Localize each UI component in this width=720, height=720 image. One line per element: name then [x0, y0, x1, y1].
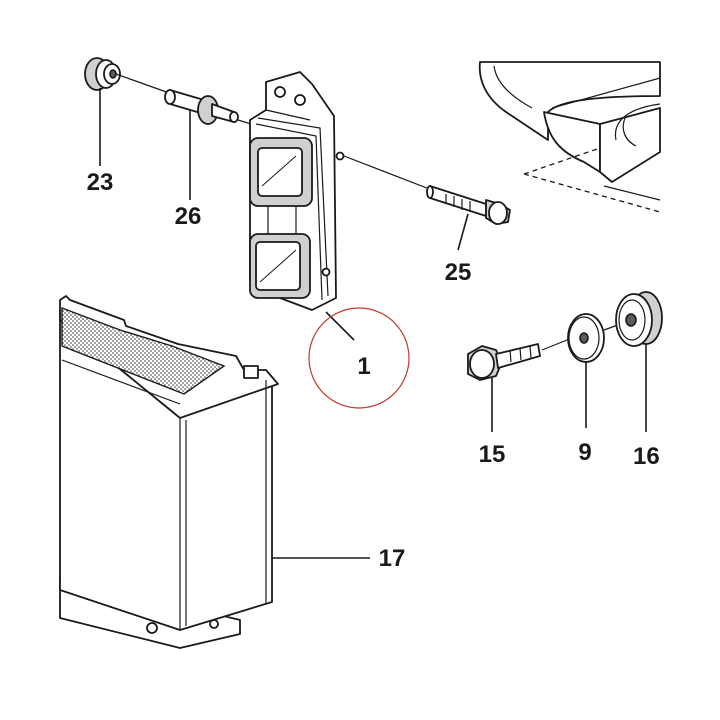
callout-1: 1	[357, 353, 370, 380]
highlight-circle-1	[308, 307, 410, 409]
part-9-washer	[567, 313, 605, 363]
part-1-control-unit	[249, 71, 345, 311]
part-23-grommet	[84, 57, 121, 91]
axis-line-15-9	[541, 337, 573, 351]
callout-9: 9	[578, 439, 591, 466]
callout-17: 17	[379, 545, 406, 572]
callout-16: 16	[633, 443, 660, 470]
body-panel-structure	[478, 61, 661, 213]
callout-26: 26	[175, 203, 202, 230]
callout-25: 25	[445, 259, 472, 286]
part-25-bolt	[426, 185, 511, 225]
leader-25	[457, 213, 469, 251]
callout-15: 15	[479, 441, 506, 468]
part-16-bushing	[615, 291, 663, 347]
axis-line-23-26	[115, 73, 173, 95]
callout-23: 23	[87, 169, 114, 196]
part-17-battery	[59, 295, 279, 649]
leader-1	[325, 311, 355, 341]
axis-line-ecu-25	[343, 155, 433, 191]
part-26-stud	[164, 89, 239, 125]
part-15-bolt	[467, 343, 541, 381]
